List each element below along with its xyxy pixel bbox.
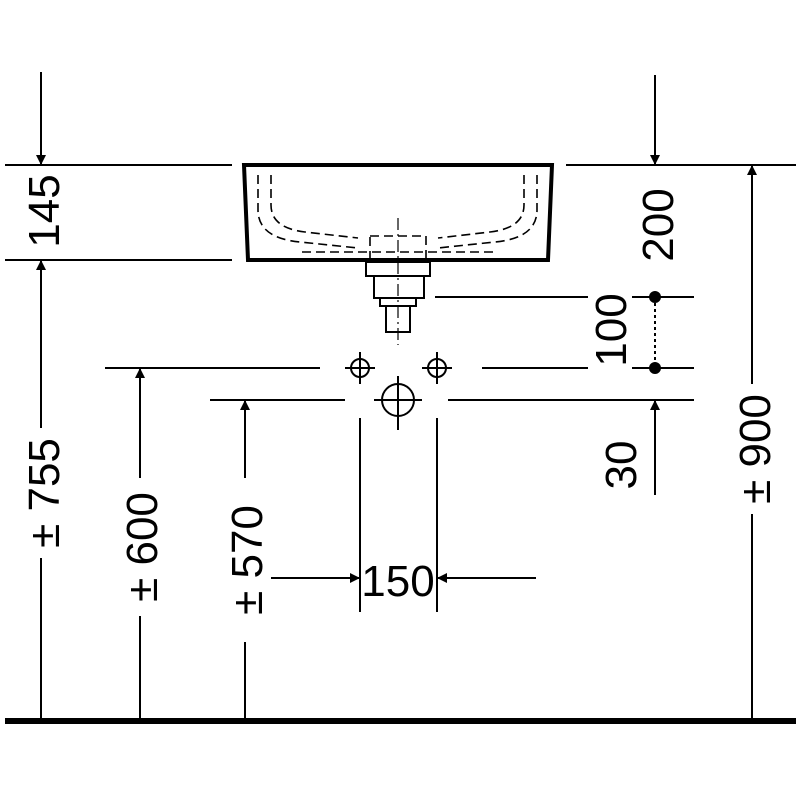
dim-supply-spacing: 150	[361, 557, 434, 606]
dim-rim-height: ± 755	[20, 438, 69, 548]
dimension-labels: 145 ± 755 ± 600 ± 570 200 100 30 ± 900 1…	[17, 170, 780, 642]
dimension-lines	[36, 72, 757, 721]
supply-connection-right	[422, 352, 452, 384]
washbasin	[241, 163, 555, 263]
drain-connection	[374, 376, 422, 430]
supply-connection-left	[345, 352, 375, 384]
dim-supply-offset: 30	[597, 441, 646, 490]
waste-valve	[365, 218, 431, 345]
dim-drain-offset: 200	[634, 188, 683, 261]
dim-basin-height: 145	[20, 174, 69, 247]
dim-drain-spacing: 100	[587, 293, 636, 366]
dim-overall-height: ± 900	[731, 394, 780, 504]
dim-supply-height: ± 570	[223, 505, 272, 615]
supply-and-drain	[345, 352, 452, 430]
dim-trap-outlet-height: ± 600	[118, 492, 167, 602]
